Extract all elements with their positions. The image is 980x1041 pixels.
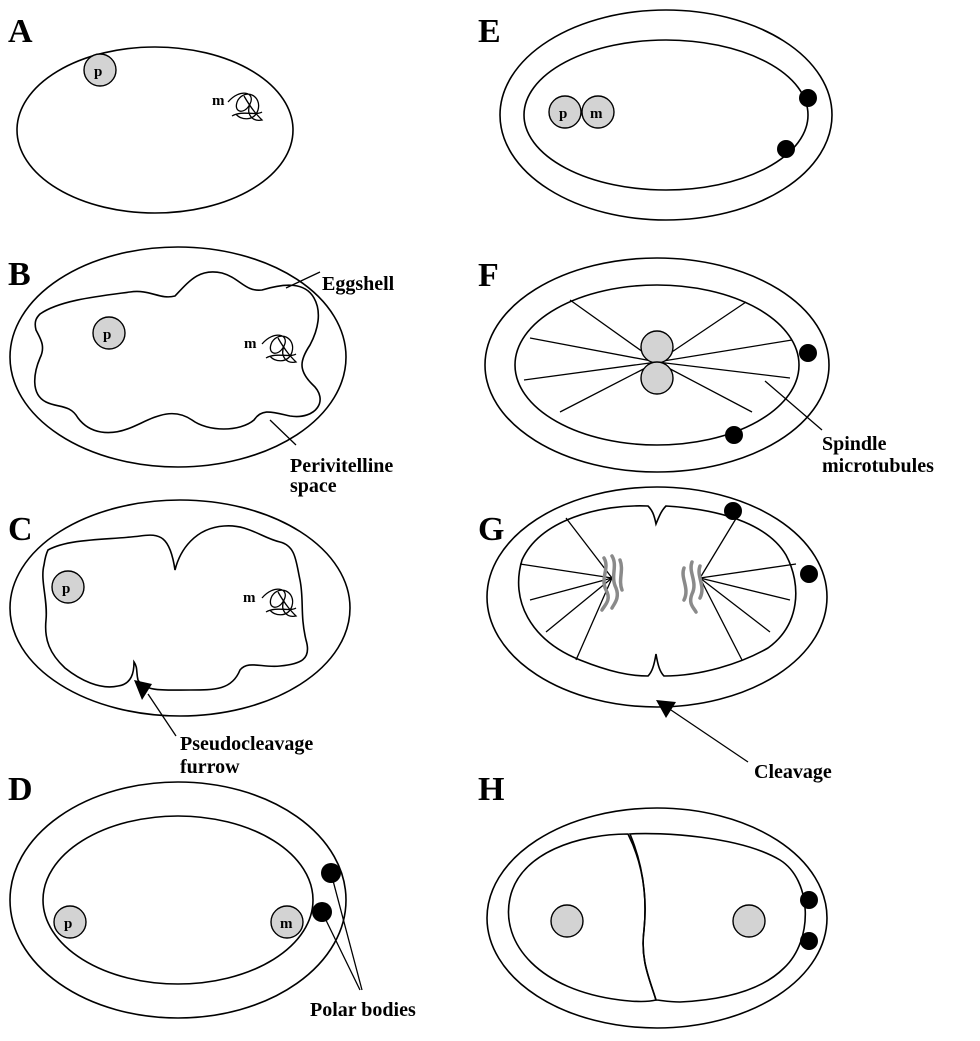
nucleus-right <box>733 905 765 937</box>
pronucleus-p-label: p <box>559 106 567 122</box>
polar-body <box>800 891 818 909</box>
pronucleus-p-label: p <box>62 581 70 597</box>
polar-body <box>800 932 818 950</box>
panel-letter-d: D <box>8 771 33 808</box>
polar-leader-line <box>331 873 362 990</box>
maternal-chromatin <box>262 589 296 616</box>
pronucleus-m-label: m <box>244 336 257 352</box>
panel-letter-h: H <box>478 771 504 808</box>
embryo-membrane <box>43 816 313 984</box>
spindle-label-line2: microtubules <box>822 455 934 477</box>
panel-letter-g: G <box>478 511 504 548</box>
eggshell <box>10 500 350 716</box>
panel-f: F Spindle microtubules <box>478 257 934 477</box>
polar-body <box>799 89 817 107</box>
polar-body <box>777 140 795 158</box>
centrosome-nucleus <box>641 362 673 394</box>
panel-a: A p m <box>8 13 293 213</box>
panel-letter-a: A <box>8 13 33 50</box>
embryo-membrane <box>17 47 293 213</box>
panel-letter-f: F <box>478 257 499 294</box>
panel-letter-b: B <box>8 256 31 293</box>
spindle-label-line1: Spindle <box>822 433 887 455</box>
chromosomes-left <box>602 556 622 610</box>
eggshell <box>10 782 346 1018</box>
pronucleus-m-label: m <box>243 590 256 606</box>
nucleus-left <box>551 905 583 937</box>
panel-letter-c: C <box>8 511 33 548</box>
pronucleus-m-label: m <box>280 916 293 932</box>
cleavage-leader-line <box>668 708 748 762</box>
panel-letter-e: E <box>478 13 501 50</box>
panel-g: G Cleavage <box>478 487 832 783</box>
spindle-microtubules <box>520 512 796 660</box>
polar-bodies-label: Polar bodies <box>310 999 416 1021</box>
panel-h: H <box>478 771 827 1028</box>
eggshell <box>487 808 827 1028</box>
cleavage-label: Cleavage <box>754 761 832 783</box>
panel-b: B p m Eggshell Perivitelline space <box>8 247 395 497</box>
pronucleus-m-label: m <box>590 106 603 122</box>
panel-d: D p m Polar bodies <box>8 771 416 1021</box>
perivitelline-label-line1: Perivitelline <box>290 455 393 477</box>
maternal-chromatin <box>262 335 296 362</box>
eggshell-leader-line <box>286 272 320 288</box>
polar-body <box>725 426 743 444</box>
maternal-chromatin <box>228 93 262 120</box>
polar-body <box>800 565 818 583</box>
perivitelline-leader-line <box>270 420 296 445</box>
panel-e: E p m <box>478 10 832 220</box>
furrow-label-line2: furrow <box>180 756 240 778</box>
perivitelline-label-line2: space <box>290 475 337 497</box>
centrosome-nucleus <box>641 331 673 363</box>
pronucleus-p-label: p <box>103 327 111 343</box>
eggshell-label: Eggshell <box>322 273 395 295</box>
panel-c: C p m Pseudocleavage furrow <box>8 500 350 778</box>
pronucleus-p-label: p <box>64 916 72 932</box>
cleavage-arrowhead <box>656 700 676 718</box>
right-blastomere <box>630 834 805 1002</box>
pronucleus-p-label: p <box>94 64 102 80</box>
polar-leader-line <box>322 912 360 990</box>
pronucleus-m-label: m <box>212 93 225 109</box>
furrow-label-line1: Pseudocleavage <box>180 733 313 755</box>
polar-body <box>724 502 742 520</box>
eggshell <box>10 247 346 467</box>
chromosomes-right <box>683 562 702 612</box>
wavy-membrane <box>43 526 308 690</box>
polar-body <box>799 344 817 362</box>
